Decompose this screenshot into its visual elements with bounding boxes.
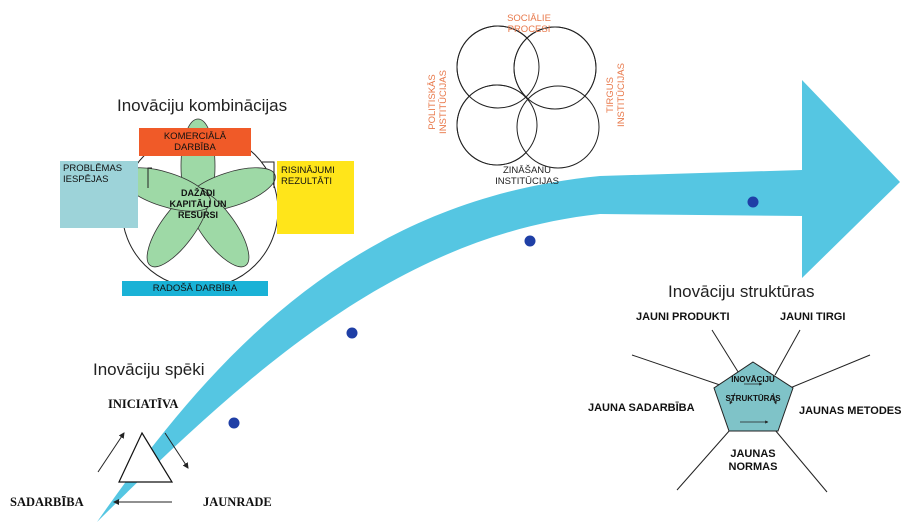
forces-triangle: [118, 431, 174, 483]
knowledge-line2: INSTITŪCIJAS: [495, 176, 559, 187]
resources-line1: DAŽĀDI: [181, 188, 215, 198]
innovation-arrow: [97, 80, 900, 522]
problems-label-line1: PROBLĒMAS: [63, 163, 123, 174]
commercial-label-line1: KOMERCIĀLĀ: [163, 131, 227, 142]
new-methods-label: JAUNAS METODES: [799, 405, 902, 417]
structures-center-line1: INOVĀCIJU: [731, 375, 775, 384]
structures-center-line2: STRUKTŪRAS: [725, 394, 781, 403]
market-institutions-label: TIRGUS INSTITŪCIJAS: [605, 58, 627, 132]
new-norms-line2: NORMAS: [728, 461, 778, 473]
commercial-label-line2: DARBĪBA: [174, 142, 216, 153]
novelty-label: JAUNRADE: [203, 495, 272, 509]
creative-label: RADOŠĀ DARBĪBA: [152, 283, 238, 294]
social-line1: SOCIĀLIE: [507, 13, 551, 24]
initiative-label: INICIATĪVA: [108, 397, 179, 411]
political-line2: INSTITŪCIJAS: [438, 70, 449, 134]
arrow-dot: [228, 417, 240, 429]
creative-activity-box: RADOŠĀ DARBĪBA: [122, 281, 268, 296]
resources-line3: RESURSI: [177, 210, 218, 220]
new-markets-label: JAUNI TIRGI: [780, 311, 846, 323]
structures-title: Inovāciju struktūras: [668, 282, 815, 301]
solutions-box: RISINĀJUMI REZULTĀTI: [277, 161, 354, 234]
combinations-title: Inovāciju kombinācijas: [117, 96, 288, 115]
problems-box: PROBLĒMAS IESPĒJAS: [60, 161, 138, 228]
forces-title: Inovāciju spēki: [93, 360, 205, 379]
structures-center-label: INOVĀCIJU STRUKTŪRAS: [720, 375, 786, 404]
social-line2: PROCESI: [507, 24, 551, 35]
knowledge-line1: ZINĀŠANU: [502, 165, 552, 176]
social-processes-label: SOCIĀLIE PROCESI: [499, 13, 559, 35]
new-norms-label: JAUNAS NORMAS: [718, 448, 788, 474]
structure-lines: [631, 329, 871, 493]
arrow-dot: [346, 327, 358, 339]
arrow-dot: [524, 235, 536, 247]
resources-line2: KAPITĀLI UN: [169, 199, 227, 209]
political-institutions-label: POLITISKĀS INSTITŪCIJAS: [427, 64, 449, 140]
problems-label-line2: IESPĒJAS: [63, 174, 109, 185]
commercial-activity-box: KOMERCIĀLĀ DARBĪBA: [139, 128, 251, 156]
market-line2: INSTITŪCIJAS: [616, 63, 627, 127]
solutions-label-line2: REZULTĀTI: [281, 176, 333, 187]
resources-label: DAŽĀDI KAPITĀLI UN RESURSI: [158, 188, 238, 221]
new-cooperation-label: JAUNA SADARBĪBA: [588, 402, 695, 414]
knowledge-institutions-label: ZINĀŠANU INSTITŪCIJAS: [487, 165, 567, 187]
political-line1: POLITISKĀS: [427, 74, 438, 130]
solutions-label-line1: RISINĀJUMI: [281, 165, 335, 176]
arrow-dot: [747, 196, 759, 208]
new-norms-line1: JAUNAS: [730, 448, 776, 460]
cooperation-label: SADARBĪBA: [10, 495, 84, 509]
market-line1: TIRGUS: [605, 77, 616, 113]
structures-pentagon: [713, 361, 794, 432]
new-products-label: JAUNI PRODUKTI: [636, 311, 730, 323]
institution-circle: [516, 85, 600, 169]
